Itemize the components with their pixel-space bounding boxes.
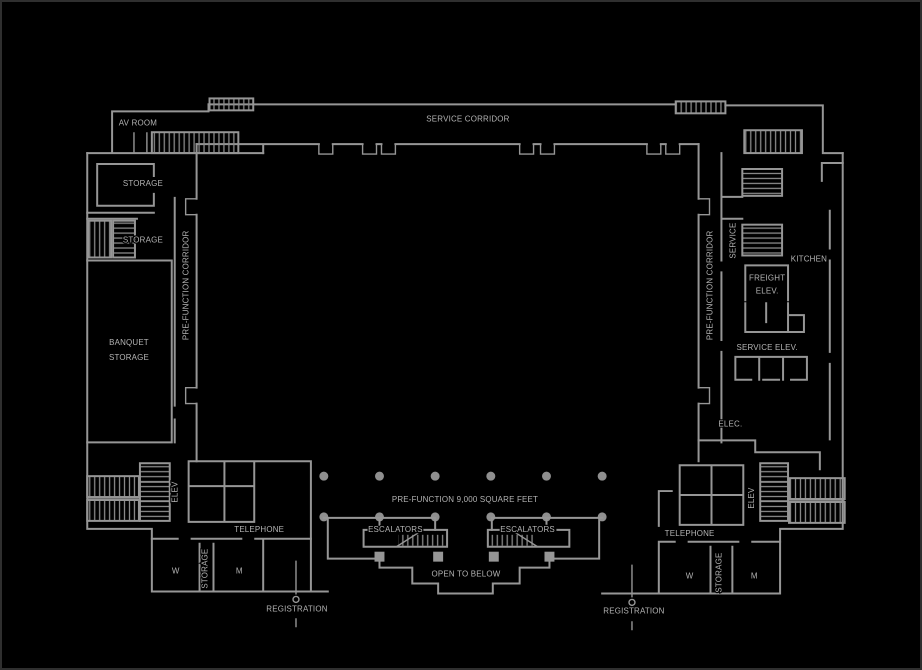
- label-storage-lower: STORAGE: [123, 236, 163, 245]
- registration-right-marker: [628, 564, 636, 631]
- label-service-corridor: SERVICE CORRIDOR: [426, 114, 509, 123]
- label-freight-line2: ELEV.: [756, 286, 779, 295]
- label-m-right: M: [751, 572, 758, 581]
- pre-function-railings: [322, 516, 604, 560]
- label-av-room: AV ROOM: [119, 118, 157, 127]
- top-vent-right: [674, 100, 727, 115]
- label-elev-right: ELEV: [747, 487, 756, 509]
- elec-room-walls: [697, 439, 821, 471]
- label-service-elev: SERVICE ELEV.: [737, 343, 798, 352]
- main-hall-walls: [184, 143, 711, 463]
- right-service-elevator-banks: [741, 168, 784, 257]
- label-banquet-line2: STORAGE: [109, 353, 149, 362]
- left-service-stair: [86, 217, 173, 262]
- label-pre-function-area: PRE-FUNCTION 9,000 SQUARE FEET: [392, 495, 538, 504]
- label-elev-left: ELEV: [171, 481, 180, 503]
- label-freight-line1: FREIGHT: [749, 273, 785, 282]
- escalator-left: [362, 528, 449, 548]
- outer-boundary-walls: [86, 103, 844, 595]
- label-telephone-left: TELEPHONE: [234, 525, 284, 534]
- right-lobby-rooms: [657, 464, 745, 527]
- registration-left-marker: [292, 560, 300, 628]
- right-elevator-bank: [759, 462, 790, 522]
- label-escalators-right: ESCALATORS: [500, 525, 555, 534]
- label-storage-upper: STORAGE: [123, 179, 163, 188]
- right-stairs: [788, 477, 846, 524]
- freight-elevator-walls: [744, 264, 805, 334]
- pre-function-corridor-right-wall: [720, 152, 744, 444]
- av-room: [133, 131, 240, 155]
- label-registration-left: REGISTRATION: [266, 604, 327, 613]
- banquet-storage-walls: [86, 261, 173, 444]
- service-elevator-bank-walls: [734, 355, 808, 381]
- label-m-left: M: [236, 567, 243, 576]
- service-corridor-walls: [195, 143, 700, 155]
- label-pre-function-corridor-right: PRE-FUNCTION CORRIDOR: [705, 230, 714, 340]
- left-elevator-bank: [138, 462, 171, 522]
- av-room-vent: [150, 131, 240, 155]
- label-registration-right: REGISTRATION: [603, 606, 664, 615]
- open-to-below-outline: [374, 551, 555, 595]
- label-storage-wm-right: STORAGE: [714, 553, 723, 593]
- label-w-right: W: [686, 572, 694, 581]
- storage-room-upper: [86, 163, 155, 214]
- left-lobby-rooms: [187, 460, 312, 540]
- label-elec: ELEC.: [718, 419, 742, 428]
- label-telephone-right: TELEPHONE: [665, 529, 715, 538]
- label-service: SERVICE: [728, 223, 737, 259]
- label-banquet-line1: BANQUET: [109, 338, 149, 347]
- right-restroom-block: [657, 540, 782, 595]
- label-storage-wm-left: STORAGE: [201, 549, 210, 589]
- label-pre-function-corridor-left: PRE-FUNCTION CORRIDOR: [182, 230, 191, 340]
- label-escalators-left: ESCALATORS: [368, 525, 423, 534]
- left-stairs: [86, 475, 140, 522]
- label-open-to-below: OPEN TO BELOW: [432, 570, 501, 579]
- label-w-left: W: [172, 567, 180, 576]
- kitchen-walls: [820, 162, 844, 441]
- escalator-right: [486, 528, 571, 548]
- label-kitchen: KITCHEN: [791, 254, 827, 263]
- top-vent-left: [208, 97, 255, 112]
- right-top-vent: [743, 129, 803, 155]
- left-restroom-block: [150, 537, 312, 593]
